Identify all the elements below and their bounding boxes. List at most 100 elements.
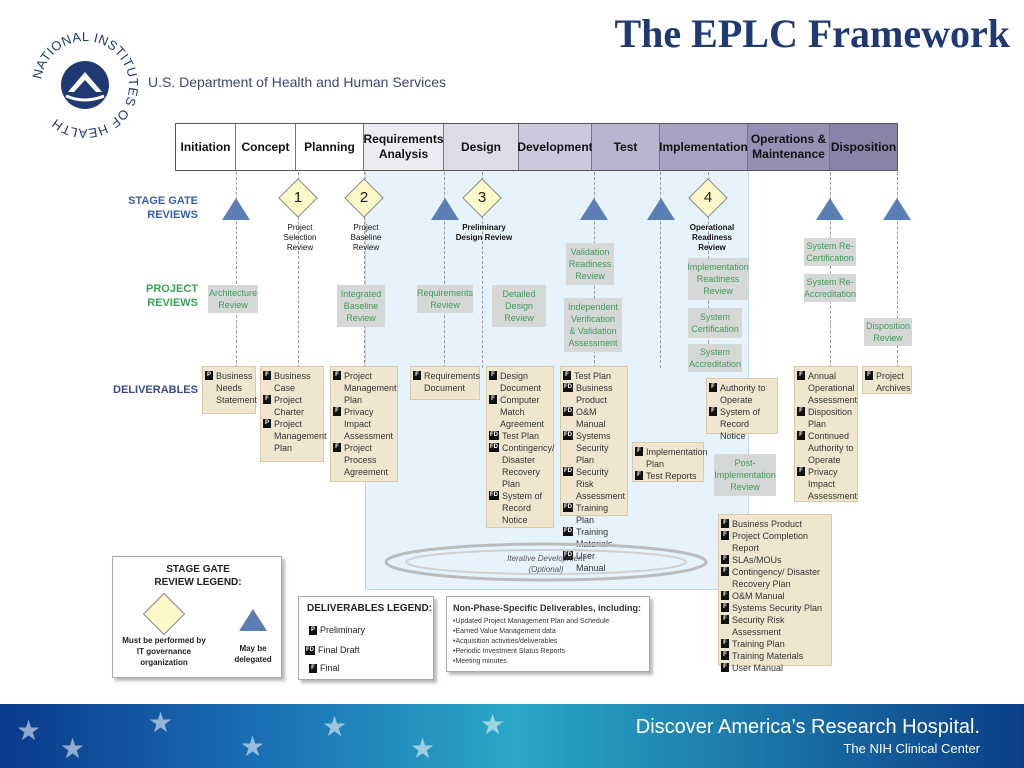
- deliverable-text: Design Document: [500, 371, 542, 393]
- deliverable-text: Training Plan: [732, 639, 785, 649]
- deliverable-text: Business Needs Statement: [216, 371, 258, 405]
- project-review-box: Disposition Review: [864, 318, 912, 346]
- delegated-gate-triangle-icon: [647, 198, 675, 220]
- deliverable-status-badge: F: [721, 519, 729, 528]
- deliverable-text: Systems Security Plan: [732, 603, 823, 613]
- deliverable-text: O&M Manual: [576, 407, 606, 429]
- deliverable-status-badge: F: [333, 371, 341, 380]
- phase-divider-line: [298, 172, 299, 368]
- deliverable-text: Disposition Plan: [808, 407, 853, 429]
- phase-initiation: Initiation: [176, 124, 236, 170]
- phase-divider-line: [236, 172, 237, 368]
- diamond-legend-text: Must be performed by IT governance organ…: [122, 636, 206, 667]
- non-phase-list: •Updated Project Management Plan and Sch…: [453, 617, 609, 667]
- phase-divider-line: [364, 172, 365, 368]
- phase-requirements-analysis: Requirements Analysis: [363, 124, 444, 170]
- deliverable-status-badge: F: [721, 591, 729, 600]
- deliverable-status-badge: P: [205, 371, 213, 380]
- deliverable-status-badge: F: [865, 371, 873, 380]
- phase-disposition: Disposition: [830, 124, 897, 170]
- phase-design: Design: [444, 124, 519, 170]
- deliverable-status-badge: F: [709, 407, 717, 416]
- deliverable-text: Test Plan: [502, 431, 540, 441]
- project-review-box: Implementation Readiness Review: [687, 258, 749, 300]
- deliverable-status-badge: F: [721, 663, 729, 672]
- deliverable-status-badge: F: [721, 531, 729, 540]
- department-name: U.S. Department of Health and Human Serv…: [148, 74, 447, 90]
- project-review-box: Detailed Design Review: [492, 285, 546, 327]
- deliverable-status-badge: F: [489, 371, 497, 380]
- project-review-box: Independent Verification & Validation As…: [564, 298, 622, 352]
- delegated-gate-triangle-icon: [222, 198, 250, 220]
- project-review-box: System Certification: [688, 308, 742, 338]
- deliverable-text: User Manual: [576, 551, 606, 573]
- star-icon: ★: [60, 733, 86, 764]
- footer-subtitle: The NIH Clinical Center: [843, 741, 980, 756]
- gate-caption: Operational Readiness Review: [689, 223, 735, 252]
- non-phase-item: •Meeting minutes: [453, 658, 507, 665]
- deliverable-status-badge: F: [721, 567, 729, 576]
- star-icon: ★: [480, 709, 506, 740]
- deliverable-status-badge: FD: [489, 491, 499, 500]
- deliverable-status-badge: FD: [489, 431, 499, 440]
- stage-gate-legend-title: STAGE GATE REVIEW LEGEND:: [154, 564, 242, 588]
- deliverable-text: Annual Operational Assessment: [808, 371, 858, 405]
- deliverable-text: Project Process Agreement: [344, 443, 389, 477]
- star-icon: ★: [16, 715, 42, 746]
- iterative-development-cycle: [384, 542, 708, 582]
- footer-tagline: Discover America’s Research Hospital.: [635, 716, 980, 738]
- deliverable-status-badge: FD: [563, 551, 573, 560]
- delegated-gate-triangle-icon: [816, 198, 844, 220]
- phase-divider-line: [482, 172, 483, 368]
- deliverable-text: Contingency/ Disaster Recovery Plan: [732, 567, 821, 589]
- deliverable-text: Requirements Document: [424, 371, 481, 393]
- deliverable-status-badge: FD: [489, 443, 499, 452]
- deliverable-status-badge: F: [797, 467, 805, 476]
- phase-divider-line: [897, 172, 898, 368]
- deliverable-text: System of Record Notice: [720, 407, 761, 441]
- deliverable-text: Continued Authority to Operate: [808, 431, 854, 465]
- delegated-gate-triangle-icon: [580, 198, 608, 220]
- deliverable-status-badge: F: [721, 651, 729, 660]
- deliverable-status-badge: F: [635, 471, 643, 480]
- project-review-box: Requirements Review: [417, 285, 473, 313]
- deliverable-status-badge: P: [263, 419, 271, 428]
- deliverables-legend-title: DELIVERABLES LEGEND:: [307, 603, 433, 614]
- star-icon: ★: [322, 711, 348, 742]
- deliverable-text: Training Plan: [576, 503, 609, 525]
- star-icon: ★: [148, 707, 174, 738]
- project-review-box: System Re-Accreditation: [804, 274, 856, 302]
- deliverable-text: Business Case: [274, 371, 311, 393]
- phase-planning: Planning: [296, 124, 364, 170]
- deliverable-text: Business Product: [576, 383, 613, 405]
- deliverable-text: Computer Match Agreement: [500, 395, 545, 429]
- gate-caption: Project Selection Review: [283, 223, 317, 252]
